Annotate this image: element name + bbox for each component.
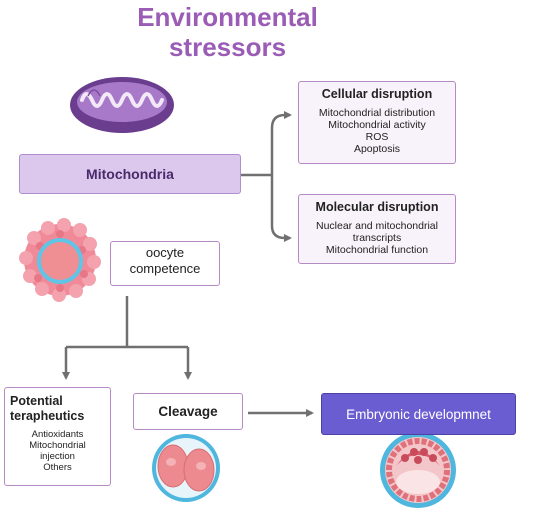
molecular-disruption-box: Molecular disruption Nuclear and mitocho… bbox=[298, 194, 456, 264]
therapeutics-heading-line-1: Potential bbox=[10, 394, 63, 408]
list-item: Mitochondrial activity bbox=[328, 119, 426, 131]
two-cell-embryo-icon bbox=[152, 434, 220, 502]
diagram-title: Environmental stressors bbox=[100, 2, 355, 62]
title-line: Environmental stressors bbox=[137, 2, 318, 62]
therapeutics-heading: Potential terapheutics bbox=[10, 394, 110, 424]
list-item: injection bbox=[40, 451, 75, 462]
cellular-disruption-box: Cellular disruption Mitochondrial distri… bbox=[298, 81, 456, 164]
molecular-disruption-list: Nuclear and mitochondrial transcripts Mi… bbox=[299, 220, 455, 256]
list-item: Mitochondrial function bbox=[325, 244, 429, 256]
therapeutics-list: Antioxidants Mitochondrial injection Oth… bbox=[5, 429, 110, 473]
list-item: Nuclear and mitochondrial bbox=[316, 220, 438, 232]
mitochondrion-icon bbox=[70, 77, 174, 133]
mitochondria-label: Mitochondria bbox=[86, 166, 174, 182]
list-item: Antioxidants bbox=[31, 429, 84, 440]
mitochondria-box: Mitochondria bbox=[19, 154, 241, 194]
list-item: Others bbox=[43, 462, 72, 473]
therapeutics-heading-line-2: terapheutics bbox=[10, 409, 85, 423]
list-item: ROS bbox=[365, 131, 389, 143]
list-item: Apoptosis bbox=[353, 143, 401, 155]
embryonic-development-box: Embryonic developmnet bbox=[321, 393, 516, 435]
oocyte-competence-box: oocyte competence bbox=[110, 241, 220, 286]
cleavage-label: Cleavage bbox=[158, 404, 218, 419]
connector-mito-branch bbox=[239, 111, 292, 242]
blastocyst-icon bbox=[380, 432, 456, 508]
cellular-disruption-list: Mitochondrial distribution Mitochondrial… bbox=[299, 107, 455, 155]
potential-therapeutics-box: Potential terapheutics Antioxidants Mito… bbox=[4, 387, 111, 486]
oocyte-line-1: oocyte bbox=[145, 245, 185, 260]
oocyte-icon bbox=[19, 218, 101, 302]
connector-oocyte-split bbox=[62, 296, 192, 380]
list-item: Mitochondrial distribution bbox=[318, 107, 436, 119]
list-item: transcripts bbox=[352, 232, 402, 244]
embryonic-development-label: Embryonic developmnet bbox=[346, 406, 491, 422]
oocyte-line-2: competence bbox=[129, 261, 201, 276]
cleavage-box: Cleavage bbox=[133, 393, 243, 430]
cellular-disruption-heading: Cellular disruption bbox=[321, 87, 433, 101]
list-item: Mitochondrial bbox=[29, 440, 86, 451]
molecular-disruption-heading: Molecular disruption bbox=[315, 200, 439, 214]
